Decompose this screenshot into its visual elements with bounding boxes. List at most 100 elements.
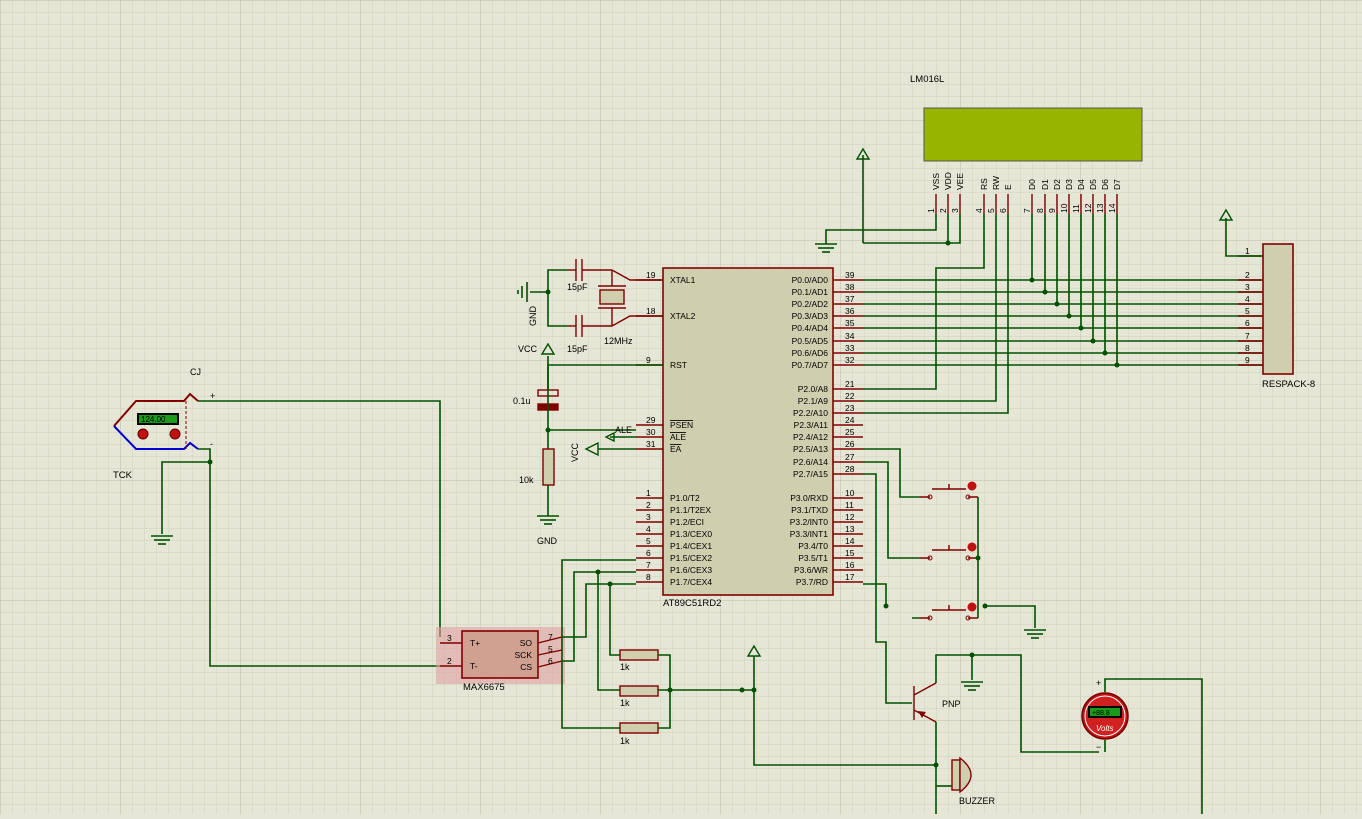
voltmeter-label: Volts <box>1096 724 1114 733</box>
ale-label: ALE <box>615 425 632 435</box>
svg-text:1k: 1k <box>620 698 630 708</box>
mcu-pin-number: 26 <box>845 439 855 449</box>
lcd-pin-label: D2 <box>1052 179 1062 190</box>
max-pin-label: CS <box>520 662 532 672</box>
lcd-pin-number: 14 <box>1107 203 1117 213</box>
lcd-lm016l[interactable]: LM016L VSS1VDD2VEE3RS4RW5E6D07D18D29D310… <box>910 74 1143 214</box>
voltmeter[interactable]: +88.8 Volts + − <box>1081 678 1129 752</box>
ea-vcc-label: VCC <box>570 442 580 462</box>
mcu-pin-label: RST <box>670 360 687 370</box>
mcu-pin-label: P3.2/INT0 <box>790 517 829 527</box>
mcu-pin-label: P1.1/T2EX <box>670 505 711 515</box>
resistor-1k-middle: 1k <box>619 685 659 708</box>
mcu-pin-number: 37 <box>845 294 855 304</box>
lcd-pin-label: VSS <box>931 173 941 190</box>
mcu-pin-number: 33 <box>845 343 855 353</box>
mcu-pin-label: P3.1/TXD <box>791 505 828 515</box>
lcd-pin-label: D3 <box>1064 179 1074 190</box>
mcu-pin-number: 24 <box>845 415 855 425</box>
osc-ground-wire <box>530 269 568 327</box>
voltmeter-wires <box>1104 678 1203 814</box>
lcd-pin-label: D4 <box>1076 179 1086 190</box>
mcu-pin-number: 18 <box>646 306 656 316</box>
mcu-pin-label: P0.2/AD2 <box>792 299 829 309</box>
osc-gnd-label: GND <box>528 306 538 327</box>
transistor-label: PNP <box>942 699 961 709</box>
mcu-pin-number: 29 <box>646 415 656 425</box>
voltmeter-plus: + <box>1096 678 1101 688</box>
mcu-pin-number: 11 <box>845 500 854 510</box>
mcu-pin-label: P3.0/RXD <box>790 493 828 503</box>
mcu-body <box>662 267 834 596</box>
mcu-pin-number: 28 <box>845 464 855 474</box>
buzzer[interactable]: BUZZER <box>936 756 996 806</box>
respack-pin-number: 4 <box>1245 294 1250 304</box>
pnp-transistor[interactable]: PNP <box>913 682 961 723</box>
lcd-pin-number: 6 <box>998 208 1008 213</box>
mcu-pin-number: 39 <box>845 270 855 280</box>
tck-button-down[interactable] <box>137 428 149 440</box>
max-pin-number: 7 <box>548 632 553 642</box>
mcu-pin-label: P0.7/AD7 <box>792 360 829 370</box>
max-pin-label: SO <box>520 638 533 648</box>
mcu-pin-number: 3 <box>646 512 651 522</box>
ground-symbol-tck <box>151 535 173 545</box>
mcu-pin-number: 7 <box>646 560 651 570</box>
mcu-pin-number: 5 <box>646 536 651 546</box>
mcu-pin-number: 12 <box>845 512 855 522</box>
ale-ea-wiring: ALE VCC <box>570 425 636 462</box>
lcd-screen <box>923 107 1143 162</box>
max-pin-number: 3 <box>447 633 452 643</box>
transistor-wires <box>935 654 1099 814</box>
mcu-pin-label: P1.6/CEX3 <box>670 565 712 575</box>
lcd-pin-number: 10 <box>1059 203 1069 213</box>
tck-button-up[interactable] <box>169 428 181 440</box>
mcu-pin-label: P2.3/A11 <box>794 420 829 430</box>
mcu-name: AT89C51RD2 <box>663 598 721 609</box>
crystal-oscillator[interactable]: GND 15pF 15pF 12MHz <box>517 259 663 354</box>
voltmeter-value: +88.8 <box>1092 710 1110 717</box>
mcu-pin-number: 35 <box>845 318 855 328</box>
lcd-pin-number: 5 <box>986 208 996 213</box>
resistor-10k <box>542 448 555 486</box>
power-terminal-lcd[interactable] <box>855 147 871 243</box>
mcu-pin-label: P0.1/AD1 <box>792 287 829 297</box>
thermocouple-tck[interactable]: CJ 124.00 TCK + - <box>113 367 215 481</box>
mcu-pin-label: P2.1/A9 <box>798 396 829 406</box>
mcu-pin-label: P2.4/A12 <box>793 432 828 442</box>
tck-cj-label: CJ <box>190 367 201 377</box>
mcu-pin-label: XTAL2 <box>670 311 696 321</box>
lcd-pins: VSS1VDD2VEE3RS4RW5E6D07D18D29D310D411D51… <box>926 172 1122 214</box>
mcu-pin-label: P0.4/AD4 <box>792 323 829 333</box>
button-2[interactable] <box>920 542 978 561</box>
button-3[interactable] <box>920 602 978 621</box>
power-terminal-respack[interactable] <box>1218 208 1262 257</box>
mcu-pin-label: P1.2/ECI <box>670 517 704 527</box>
mcu-pin-number: 14 <box>845 536 855 546</box>
mcu-pin-label: P3.4/T0 <box>798 541 828 551</box>
mcu-pin-label: P3.7/RD <box>796 577 828 587</box>
power-terminal-pullup[interactable] <box>746 644 762 657</box>
max-pin-line <box>537 649 563 656</box>
svg-text:1k: 1k <box>620 662 630 672</box>
tck-minus: - <box>210 439 213 449</box>
button-1[interactable] <box>920 481 978 500</box>
mcu-pin-number: 36 <box>845 306 855 316</box>
reset-circuit[interactable]: VCC 0.1u 10k GND <box>513 342 663 546</box>
mcu-pin-number: 16 <box>845 560 855 570</box>
mcu-pin-number: 1 <box>646 488 651 498</box>
tck-wires <box>161 400 441 667</box>
mcu-pin-number: 13 <box>845 524 855 534</box>
mcu-pin-label: EA <box>670 444 682 454</box>
respack-pin-number: 7 <box>1245 331 1250 341</box>
reset-gnd-label: GND <box>537 536 558 546</box>
lcd-pin-number: 8 <box>1035 208 1045 213</box>
mcu-pin-number: 25 <box>845 427 855 437</box>
mcu-pin-label: P1.7/CEX4 <box>670 577 712 587</box>
lcd-pin-label: D1 <box>1040 179 1050 190</box>
mcu-pin-label: P3.3/INT1 <box>790 529 829 539</box>
